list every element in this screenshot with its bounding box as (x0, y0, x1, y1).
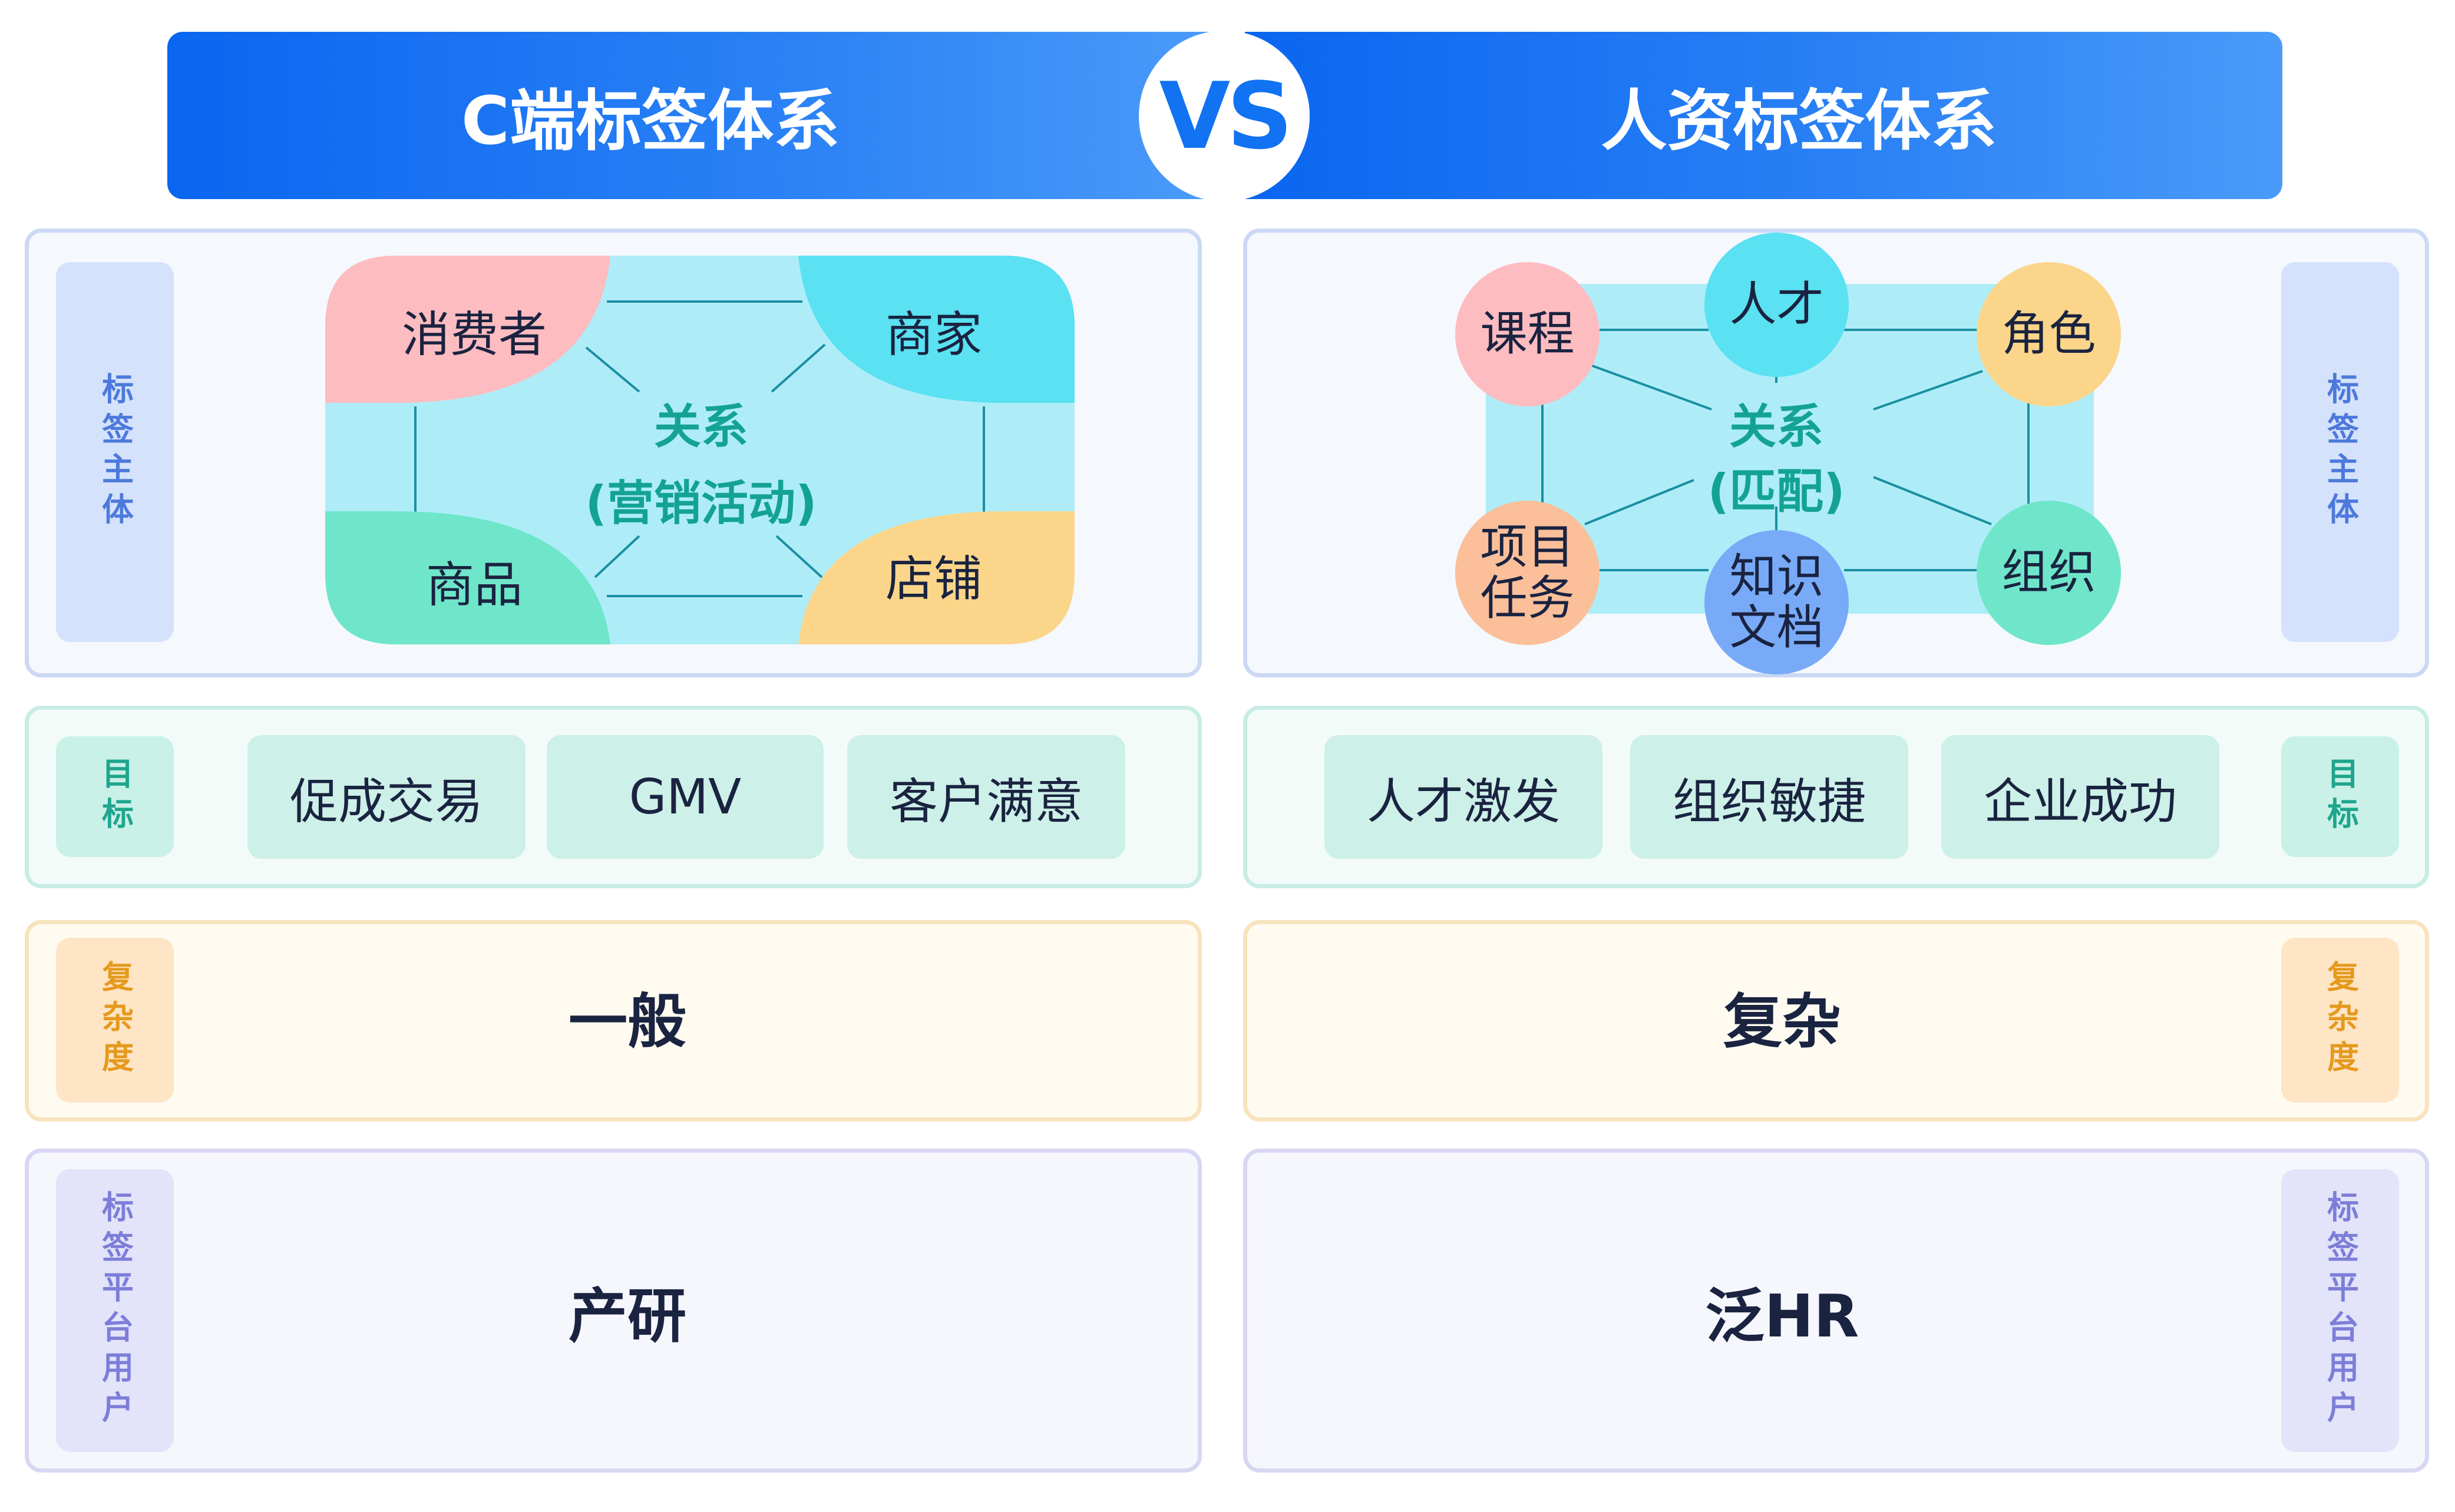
right-title-banner: 人资标签体系 (1245, 32, 2282, 199)
right-goal-chip-3: 企业成功 (1941, 735, 2219, 859)
right-goal-chip-2: 组织敏捷 (1630, 735, 1908, 859)
right-subject-label: 标签主体 (2281, 262, 2399, 642)
left-user-panel (25, 1149, 1202, 1473)
right-complexity-value: 复杂 (1723, 987, 1841, 1056)
left-goal-chip-2: GMV (547, 735, 824, 859)
right-relation-title: 关系 (1729, 399, 1823, 454)
right-user-label: 标签平台用户 (2281, 1169, 2399, 1452)
left-goal-chip-3: 客户满意 (847, 735, 1125, 859)
node-consumer: 消费者 (401, 306, 547, 363)
right-diagram-background (1486, 284, 2094, 614)
merchant-shape (798, 256, 1075, 403)
node-merchant: 商家 (885, 306, 982, 363)
right-goal-label: 目标 (2281, 736, 2399, 857)
right-complexity-panel (1243, 920, 2429, 1121)
right-complexity-label: 复杂度 (2281, 938, 2399, 1103)
node-knowledge-doc: 知识 文档 (1704, 530, 1849, 674)
left-goal-chip-1: 促成交易 (247, 735, 526, 859)
product-shape (325, 511, 610, 644)
right-user-panel (1243, 1149, 2429, 1473)
store-shape (798, 511, 1075, 644)
right-relation-subtitle: (匹配) (1707, 464, 1845, 519)
left-user-value: 产研 (569, 1281, 686, 1351)
node-role: 角色 (1977, 262, 2121, 406)
node-org: 组织 (1977, 501, 2121, 645)
left-user-label: 标签平台用户 (56, 1169, 174, 1452)
right-user-value: 泛HR (1705, 1281, 1859, 1351)
right-goal-chip-1: 人才激发 (1324, 735, 1602, 859)
left-goal-label: 目标 (56, 736, 174, 857)
left-title: C端标签体系 (461, 83, 840, 160)
node-course: 课程 (1455, 262, 1600, 406)
node-product: 商品 (425, 557, 523, 613)
left-connectors (414, 300, 985, 597)
consumer-shape (325, 256, 610, 403)
vs-badge: VS (1139, 31, 1310, 201)
left-complexity-panel (25, 920, 1202, 1121)
left-title-banner: C端标签体系 (167, 32, 1210, 199)
left-relation-subtitle: (营销活动) (585, 476, 817, 531)
node-project-task: 项目 任务 (1455, 501, 1600, 645)
left-complexity-value: 一般 (569, 987, 686, 1056)
node-talent: 人才 (1704, 233, 1849, 377)
right-title: 人资标签体系 (1601, 83, 1997, 160)
left-subject-label: 标签主体 (56, 262, 174, 642)
left-relation-title: 关系 (654, 399, 748, 454)
left-complexity-label: 复杂度 (56, 938, 174, 1103)
vs-text: VS (1159, 62, 1293, 170)
node-store: 店铺 (885, 551, 982, 607)
